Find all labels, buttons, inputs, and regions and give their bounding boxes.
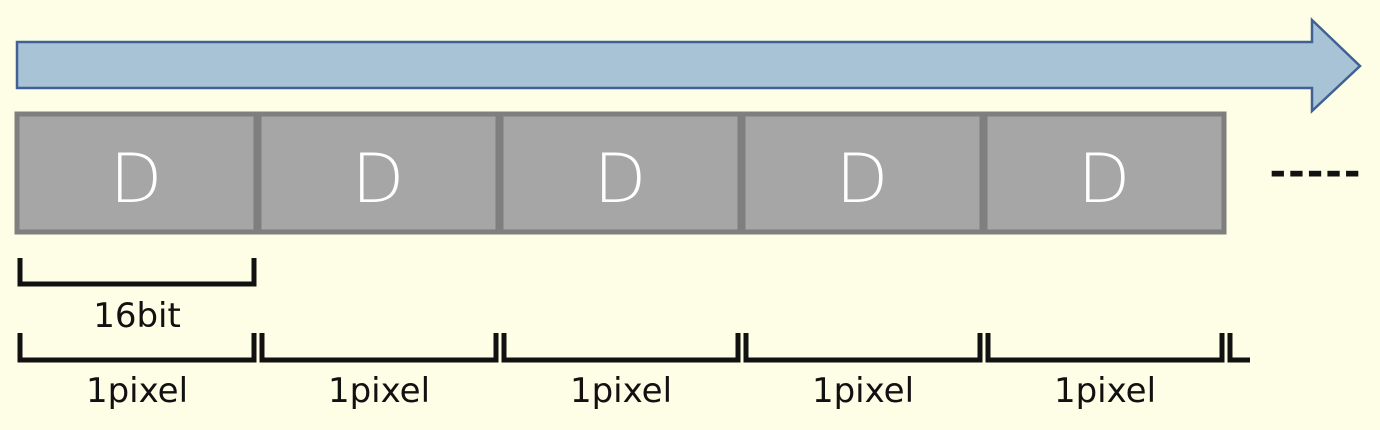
pixel-bracket <box>743 333 983 363</box>
pixel-label: 1pixel <box>570 371 672 411</box>
cell-letter: D <box>110 140 162 219</box>
cell: D <box>256 111 501 235</box>
cell: D <box>982 111 1227 235</box>
pixel-label: 1pixel <box>1054 371 1156 411</box>
cell: D <box>14 111 259 235</box>
pixel-bracket <box>17 333 257 363</box>
cell-box <box>256 111 501 235</box>
cell-letter: D <box>352 140 404 219</box>
bit-bracket <box>17 258 257 287</box>
pixel-label: 1pixel <box>812 371 914 411</box>
pixel-bracket-partial <box>1227 333 1250 363</box>
bit-label: 16bit <box>93 296 181 336</box>
continuation-dashes: ----- <box>1269 149 1362 195</box>
pixel-bracket <box>501 333 741 363</box>
pixel-bracket <box>985 333 1225 363</box>
cell-box <box>498 111 743 235</box>
cell: D <box>498 111 743 235</box>
direction-arrow <box>15 17 1362 114</box>
cell-letter: D <box>836 140 888 219</box>
cell: D <box>740 111 985 235</box>
pixel-bracket <box>259 333 499 363</box>
pixel-label: 1pixel <box>328 371 430 411</box>
cell-letter: D <box>1078 140 1130 219</box>
cell-letter: D <box>594 140 646 219</box>
cell-box <box>982 111 1227 235</box>
pixel-label: 1pixel <box>86 371 188 411</box>
cell-box <box>740 111 985 235</box>
cell-box <box>14 111 259 235</box>
